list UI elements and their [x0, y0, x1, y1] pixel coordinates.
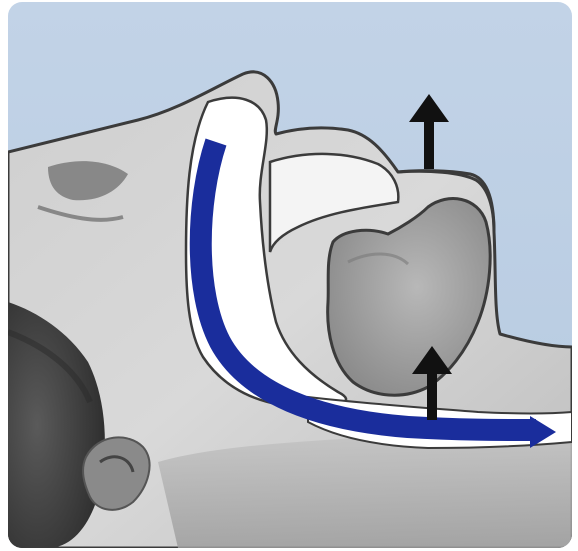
sleep-airway-illustration — [8, 2, 572, 548]
airway-diagram — [8, 2, 572, 548]
